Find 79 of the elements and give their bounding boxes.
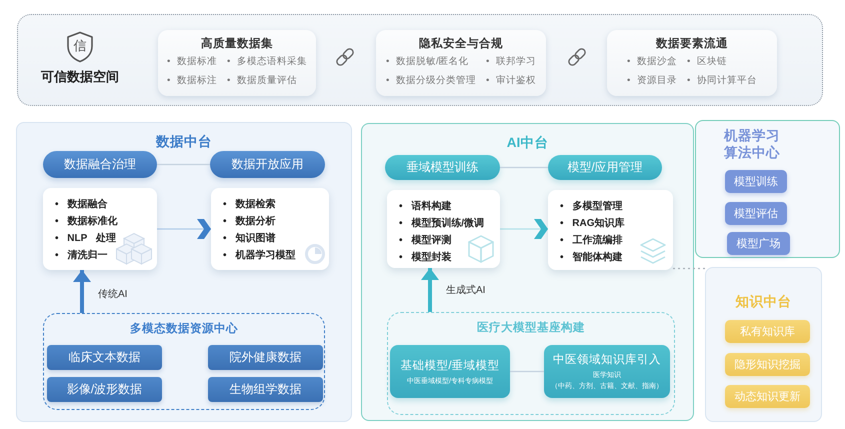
dashed-group [387, 312, 675, 415]
list-item: • 数据质量评估 [227, 74, 298, 87]
module-header: 数据开放应用 [210, 151, 325, 178]
content-card [548, 190, 673, 270]
platform-panel [705, 267, 822, 422]
edge-label: 生成式AI [444, 285, 488, 297]
group-title: 医疗大模型基座构建 [476, 321, 586, 335]
list-item: • 数据标准化 [55, 214, 118, 229]
band-title: 可信数据空间 [40, 68, 120, 85]
list-item: • 多模态语料采集 [227, 55, 307, 68]
list-item: • 数据分析 [223, 214, 276, 229]
list-item: • 机器学习模型 [223, 248, 296, 263]
content-card [43, 188, 157, 270]
module-header: 垂域模型训练 [385, 155, 500, 180]
platform-panel [16, 122, 352, 422]
data-source-box: 院外健康数据 [208, 345, 323, 370]
list-item: • 智能体构建 [560, 250, 622, 265]
module-header: 模型/应用管理 [548, 155, 662, 180]
list-item: • RAG知识库 [560, 216, 625, 231]
list-item: • 数据标准 [167, 55, 217, 68]
connector-line [510, 370, 544, 372]
capability-box: 模型广场 [727, 232, 790, 255]
edge-label: 传统AI [96, 289, 130, 301]
panel-title: 数据中台 [154, 133, 213, 150]
shield-character: 信 [72, 38, 88, 54]
data-source-box: 临床文本数据 [47, 345, 162, 370]
capability-box: 私有知识库 [725, 320, 810, 343]
platform-panel [361, 123, 694, 421]
card-heading: 数据要素流通 [654, 37, 729, 51]
dashed-group [43, 313, 325, 410]
capability-box: 模型评估 [725, 202, 787, 225]
list-item: • 语料构建 [399, 200, 452, 214]
list-item: • 数据标注 [167, 74, 217, 87]
box-heading: 基础模型/垂域模型 [399, 358, 501, 374]
group-title: 多模态数据资源中心 [129, 322, 239, 336]
capability-box: 动态知识更新 [725, 385, 810, 408]
list-item: • NLP 处理 [55, 232, 116, 246]
list-item: • 工作流编排 [560, 233, 622, 248]
feature-card [376, 30, 546, 96]
connector-line [500, 166, 548, 168]
list-item: • 联邦学习 [486, 55, 536, 68]
list-item: • 区块链 [687, 55, 728, 68]
list-item: • 协同计算平台 [687, 74, 757, 87]
content-card [211, 188, 329, 270]
connector-line [157, 164, 210, 166]
list-item: • 数据脱敏/匿名化 [386, 55, 470, 68]
model-box [390, 345, 510, 398]
arrow [421, 268, 439, 312]
dotted-line [673, 268, 705, 270]
data-source-box: 影像/波形数据 [47, 377, 162, 402]
list-item: • 模型封装 [399, 250, 452, 265]
card-heading: 隐私安全与合规 [418, 37, 504, 51]
list-item: • 数据检索 [223, 198, 276, 212]
arrow [73, 270, 91, 313]
feature-card [607, 30, 777, 96]
list-item: • 模型评测 [399, 234, 452, 248]
capability-box: 模型训练 [725, 170, 787, 193]
list-item: • 模型预训练/微调 [399, 216, 484, 231]
capability-box: 隐形知识挖掘 [725, 353, 810, 376]
panel-title: 机器学习算法中心 [723, 127, 781, 161]
card-heading: 高质量数据集 [200, 37, 274, 51]
list-item: • 知识图谱 [223, 231, 276, 246]
content-card [387, 190, 500, 268]
list-item: • 数据沙盒 [627, 55, 677, 68]
data-source-box: 生物组学数据 [208, 377, 323, 402]
list-item: • 审计鉴权 [486, 74, 536, 87]
feature-card [158, 30, 316, 96]
list-item: • 清洗归一 [55, 248, 108, 263]
list-item: • 数据分级分类管理 [386, 74, 476, 87]
model-box [544, 345, 670, 398]
list-item: • 数据融合 [55, 198, 108, 212]
panel-title: AI中台 [506, 134, 550, 151]
list-item: • 多模型管理 [560, 200, 622, 214]
dotted-band [17, 14, 823, 106]
panel-title: 知识中台 [734, 293, 792, 310]
list-item: • 资源目录 [627, 74, 677, 87]
platform-panel [695, 120, 840, 258]
module-header: 数据融合治理 [43, 151, 157, 178]
box-heading: 中医领域知识库引入 [552, 353, 662, 368]
